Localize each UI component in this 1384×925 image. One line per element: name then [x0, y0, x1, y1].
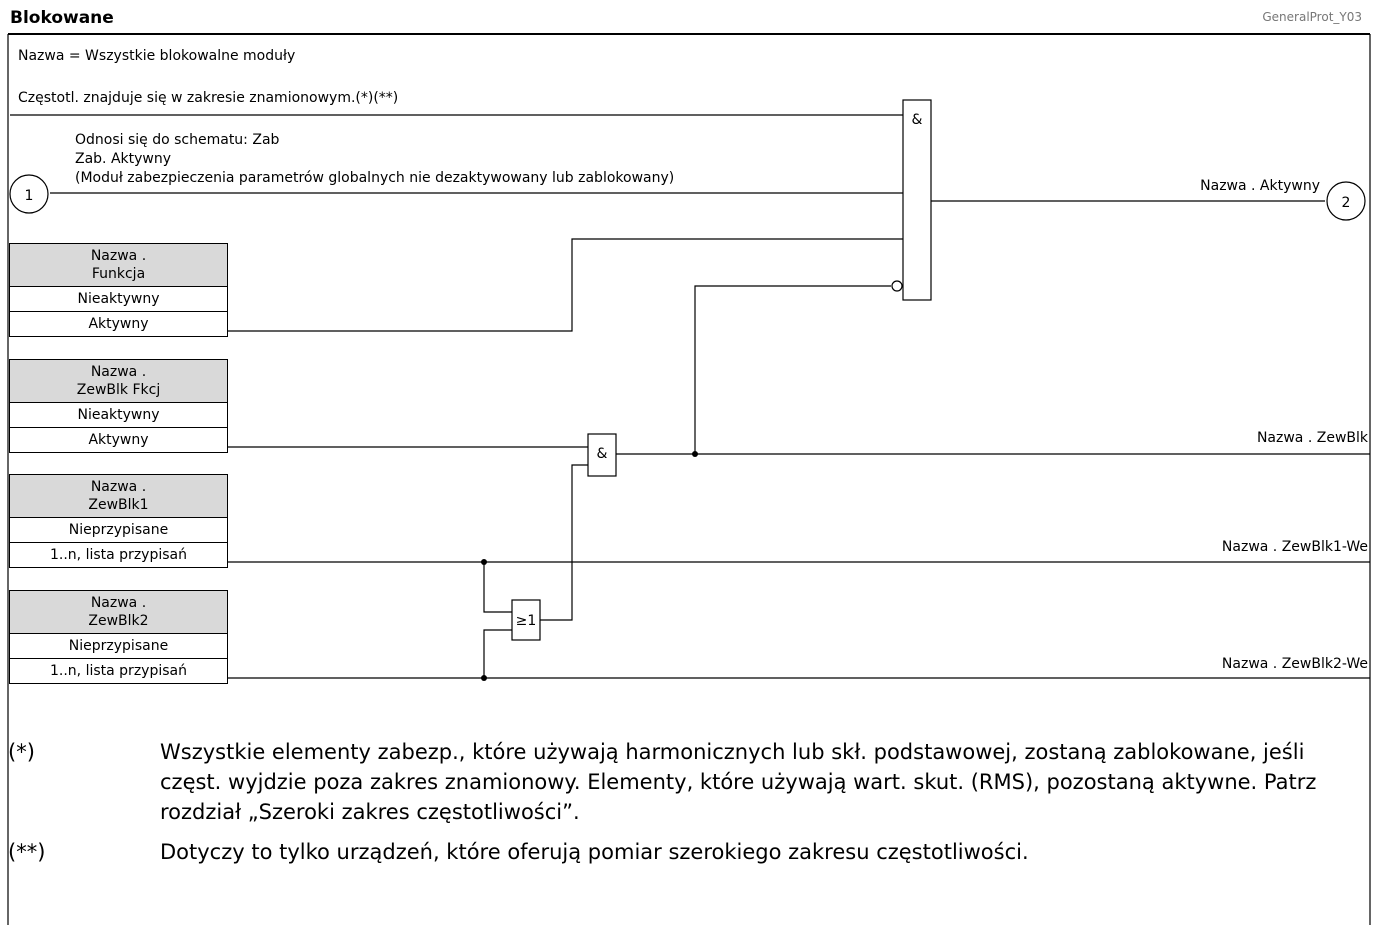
param-table-funkcja: Nazwa . Funkcja Nieaktywny Aktywny — [9, 243, 228, 337]
negation-bubble — [891, 280, 903, 292]
footnote-text: Dotyczy to tylko urządzeń, które oferują… — [160, 840, 1029, 864]
param-header: Nazwa . Funkcja — [10, 244, 227, 287]
output-active-label: Nazwa . Aktywny — [1200, 178, 1320, 194]
param-header: Nazwa . ZewBlk1 — [10, 475, 227, 518]
param-title-line1: Nazwa . — [90, 248, 147, 264]
param-title-line2: ZewBlk2 — [88, 613, 149, 629]
diagram-subtitle: Nazwa = Wszystkie blokowalne moduły — [18, 48, 296, 64]
junction-extblk1 — [481, 559, 487, 565]
param-title-line1: Nazwa . — [90, 479, 147, 495]
connector-out-label: 2 — [1342, 195, 1351, 211]
param-title-line2: ZewBlk1 — [88, 497, 149, 513]
and-gate-ext — [587, 433, 617, 477]
ref-line1: Odnosi się do schematu: Zab — [75, 132, 280, 148]
param-option: Nieprzypisane — [10, 518, 227, 543]
param-title-line1: Nazwa . — [90, 364, 147, 380]
param-title-line2: Funkcja — [91, 266, 146, 282]
output-extblk-label: Nazwa . ZewBlk — [1256, 430, 1368, 446]
junction-extblk — [692, 451, 698, 457]
diagram-code: GeneralProt_Y03 — [1262, 10, 1362, 24]
connector-in-label: 1 — [25, 188, 34, 204]
param-option: Aktywny — [88, 432, 149, 448]
and-gate-main — [902, 99, 932, 301]
wire-function-active — [228, 238, 903, 332]
or-gate — [511, 599, 541, 641]
and-ext-symbol: & — [597, 446, 608, 462]
param-option: Aktywny — [88, 316, 149, 332]
ref-line3: (Moduł zabezpieczenia parametrów globaln… — [75, 170, 675, 186]
or-symbol: ≥1 — [516, 613, 537, 629]
param-header: Nazwa . ZewBlk Fkcj — [10, 360, 227, 403]
footnote-mark: (*) — [8, 740, 35, 764]
wire-or-to-and — [540, 464, 588, 621]
wire-extblk-feedback — [694, 285, 891, 454]
header-divider — [8, 33, 1370, 35]
junction-extblk2 — [481, 675, 487, 681]
connector-out — [1326, 181, 1366, 221]
wire-extblk1-to-or — [483, 562, 512, 613]
freq-input-label: Częstotl. znajduje się w zakresie znamio… — [18, 90, 399, 106]
output-extblk1-label: Nazwa . ZewBlk1-We — [1221, 539, 1368, 555]
param-option: Nieaktywny — [10, 403, 227, 428]
param-option: 1..n, lista przypisań — [50, 663, 187, 679]
param-table-zewblk-fkcj: Nazwa . ZewBlk Fkcj Nieaktywny Aktywny — [9, 359, 228, 453]
param-table-zewblk1: Nazwa . ZewBlk1 Nieprzypisane 1..n, list… — [9, 474, 228, 568]
and-main-symbol: & — [912, 112, 923, 128]
ref-line2: Zab. Aktywny — [75, 151, 172, 167]
param-table-zewblk2: Nazwa . ZewBlk2 Nieprzypisane 1..n, list… — [9, 590, 228, 684]
wire-extblk2-to-or — [483, 629, 512, 678]
output-extblk2-label: Nazwa . ZewBlk2-We — [1221, 656, 1368, 672]
footnote-text: Wszystkie elementy zabezp., które używaj… — [160, 740, 1317, 824]
param-option: 1..n, lista przypisań — [50, 547, 187, 563]
param-header: Nazwa . ZewBlk2 — [10, 591, 227, 634]
param-option: Nieaktywny — [10, 287, 227, 312]
param-option: Nieprzypisane — [10, 634, 227, 659]
page-title: Blokowane — [10, 8, 114, 28]
footnote-mark: (**) — [8, 840, 46, 864]
param-title-line1: Nazwa . — [90, 595, 147, 611]
connector-in — [9, 174, 49, 214]
param-title-line2: ZewBlk Fkcj — [76, 382, 161, 398]
